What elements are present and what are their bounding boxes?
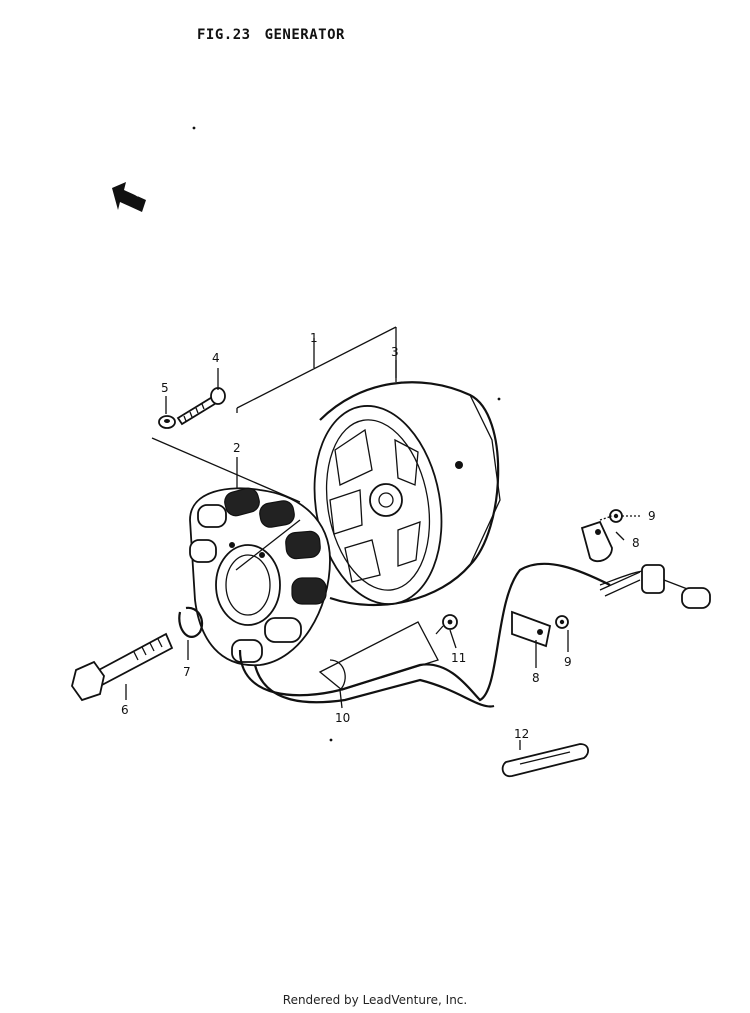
screw-11 bbox=[435, 614, 458, 635]
callout-8-lower: 8 bbox=[532, 671, 540, 685]
callout-9-upper: 9 bbox=[648, 509, 656, 523]
callout-6: 6 bbox=[121, 703, 129, 717]
figure-number: FIG.23 bbox=[197, 27, 251, 43]
callout-4: 4 bbox=[212, 351, 220, 365]
callout-2: 2 bbox=[233, 441, 241, 455]
screw-4 bbox=[176, 387, 226, 426]
footer-credit: Rendered by LeadVenture, Inc. bbox=[282, 993, 468, 1007]
circlip-7 bbox=[178, 606, 204, 638]
rotor-flywheel bbox=[313, 381, 501, 607]
clamp-upper bbox=[580, 509, 623, 562]
callout-11: 11 bbox=[451, 651, 466, 665]
figure-title: FIG.23 GENERATOR bbox=[197, 27, 359, 43]
callout-12: 12 bbox=[514, 727, 529, 741]
stator-coil-assembly bbox=[189, 487, 331, 666]
bolt-6 bbox=[71, 632, 174, 702]
cable-tie-12 bbox=[501, 743, 589, 778]
figure-name: GENERATOR bbox=[264, 27, 345, 43]
wiring-harness bbox=[238, 562, 711, 708]
callout-9-lower: 9 bbox=[564, 655, 572, 669]
callout-5: 5 bbox=[161, 381, 169, 395]
leader-lines bbox=[125, 360, 642, 750]
callout-8-upper: 8 bbox=[632, 536, 640, 550]
callout-7: 7 bbox=[183, 665, 191, 679]
callout-3: 3 bbox=[391, 345, 399, 359]
washer-5 bbox=[158, 415, 176, 429]
callout-10: 10 bbox=[335, 711, 350, 725]
clamp-lower bbox=[511, 610, 569, 648]
front-arrow-icon bbox=[112, 182, 146, 212]
callout-1: 1 bbox=[310, 331, 318, 345]
